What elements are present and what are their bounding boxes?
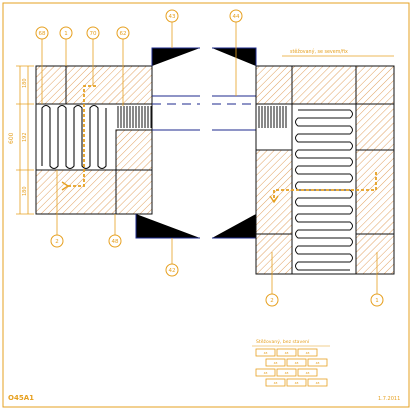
svg-text:48: 48 [306,371,310,375]
svg-text:2: 2 [55,239,59,245]
callout-70: 70 [86,26,100,86]
callout-2-right: 2 [265,252,279,307]
right-wall-section: stěžovaný, se sevem/fix [255,48,395,275]
svg-text:48: 48 [285,351,289,355]
dim-bottom: 180 [22,186,28,196]
svg-text:44: 44 [233,14,240,20]
callout-2-left: 2 [50,170,64,248]
svg-text:43: 43 [169,14,176,20]
svg-text:48: 48 [264,351,268,355]
right-block-c [255,233,293,275]
legend-brick-labels: 48 48 48 48 48 48 48 48 48 48 48 48 [264,351,320,385]
left-outline-mid [35,103,153,171]
right-block-e [355,65,395,105]
callout-68: 68 [35,26,49,104]
svg-text:48: 48 [274,361,278,365]
svg-text:48: 48 [306,351,310,355]
callout-42: 42 [165,238,179,277]
dim-mid: 192 [22,132,28,142]
svg-text:70: 70 [90,31,97,37]
right-block-b [255,149,293,235]
svg-text:42: 42 [169,268,176,274]
svg-text:2: 2 [270,298,274,304]
svg-text:62: 62 [120,31,127,37]
right-block-a [255,65,293,105]
drawing-date: 1.7.2011 [378,396,400,402]
left-block-top [35,65,153,105]
legend-bricks [255,348,328,387]
right-block-g [355,149,395,235]
svg-text:48: 48 [316,381,320,385]
right-block-d [291,65,357,105]
dim-total: 600 [8,132,15,144]
legend-title: Stěžovaný, bez stavení [256,338,310,345]
right-block-h [355,233,395,275]
svg-text:48: 48 [316,361,320,365]
left-dimension [16,65,34,215]
svg-text:48: 48 [264,371,268,375]
left-block-right-mid [115,129,153,171]
callout-48: 48 [108,214,122,248]
svg-text:48: 48 [112,239,119,245]
callout-62: 62 [116,26,130,106]
callout-1-left: 1 [59,26,73,66]
right-title: stěžovaný, se sevem/fix [290,48,348,55]
left-heating-coil [41,104,107,170]
right-feed-pipe [269,172,377,204]
connection-lines [135,47,257,239]
svg-text:48: 48 [295,361,299,365]
right-panel-area [291,103,357,275]
legend-section: Stěžovaný, bez stavení 48 48 48 48 48 48… [252,338,330,387]
svg-text:1: 1 [64,31,68,37]
svg-text:48: 48 [274,381,278,385]
callout-1-right: 1 [370,252,384,307]
callout-44: 44 [229,9,243,96]
right-ribs [258,106,287,128]
svg-text:1: 1 [375,298,379,304]
left-ribs [117,106,152,128]
left-block-bottom [35,169,153,215]
left-wall-section: 600 180 192 180 [8,65,153,215]
svg-text:48: 48 [285,371,289,375]
svg-text:48: 48 [295,381,299,385]
callout-43: 43 [165,9,179,48]
left-feed-pipe [61,85,96,191]
dim-top: 180 [22,78,28,88]
drawing-code: O45A1 [8,394,34,402]
right-block-f [355,103,395,151]
svg-text:68: 68 [39,31,46,37]
